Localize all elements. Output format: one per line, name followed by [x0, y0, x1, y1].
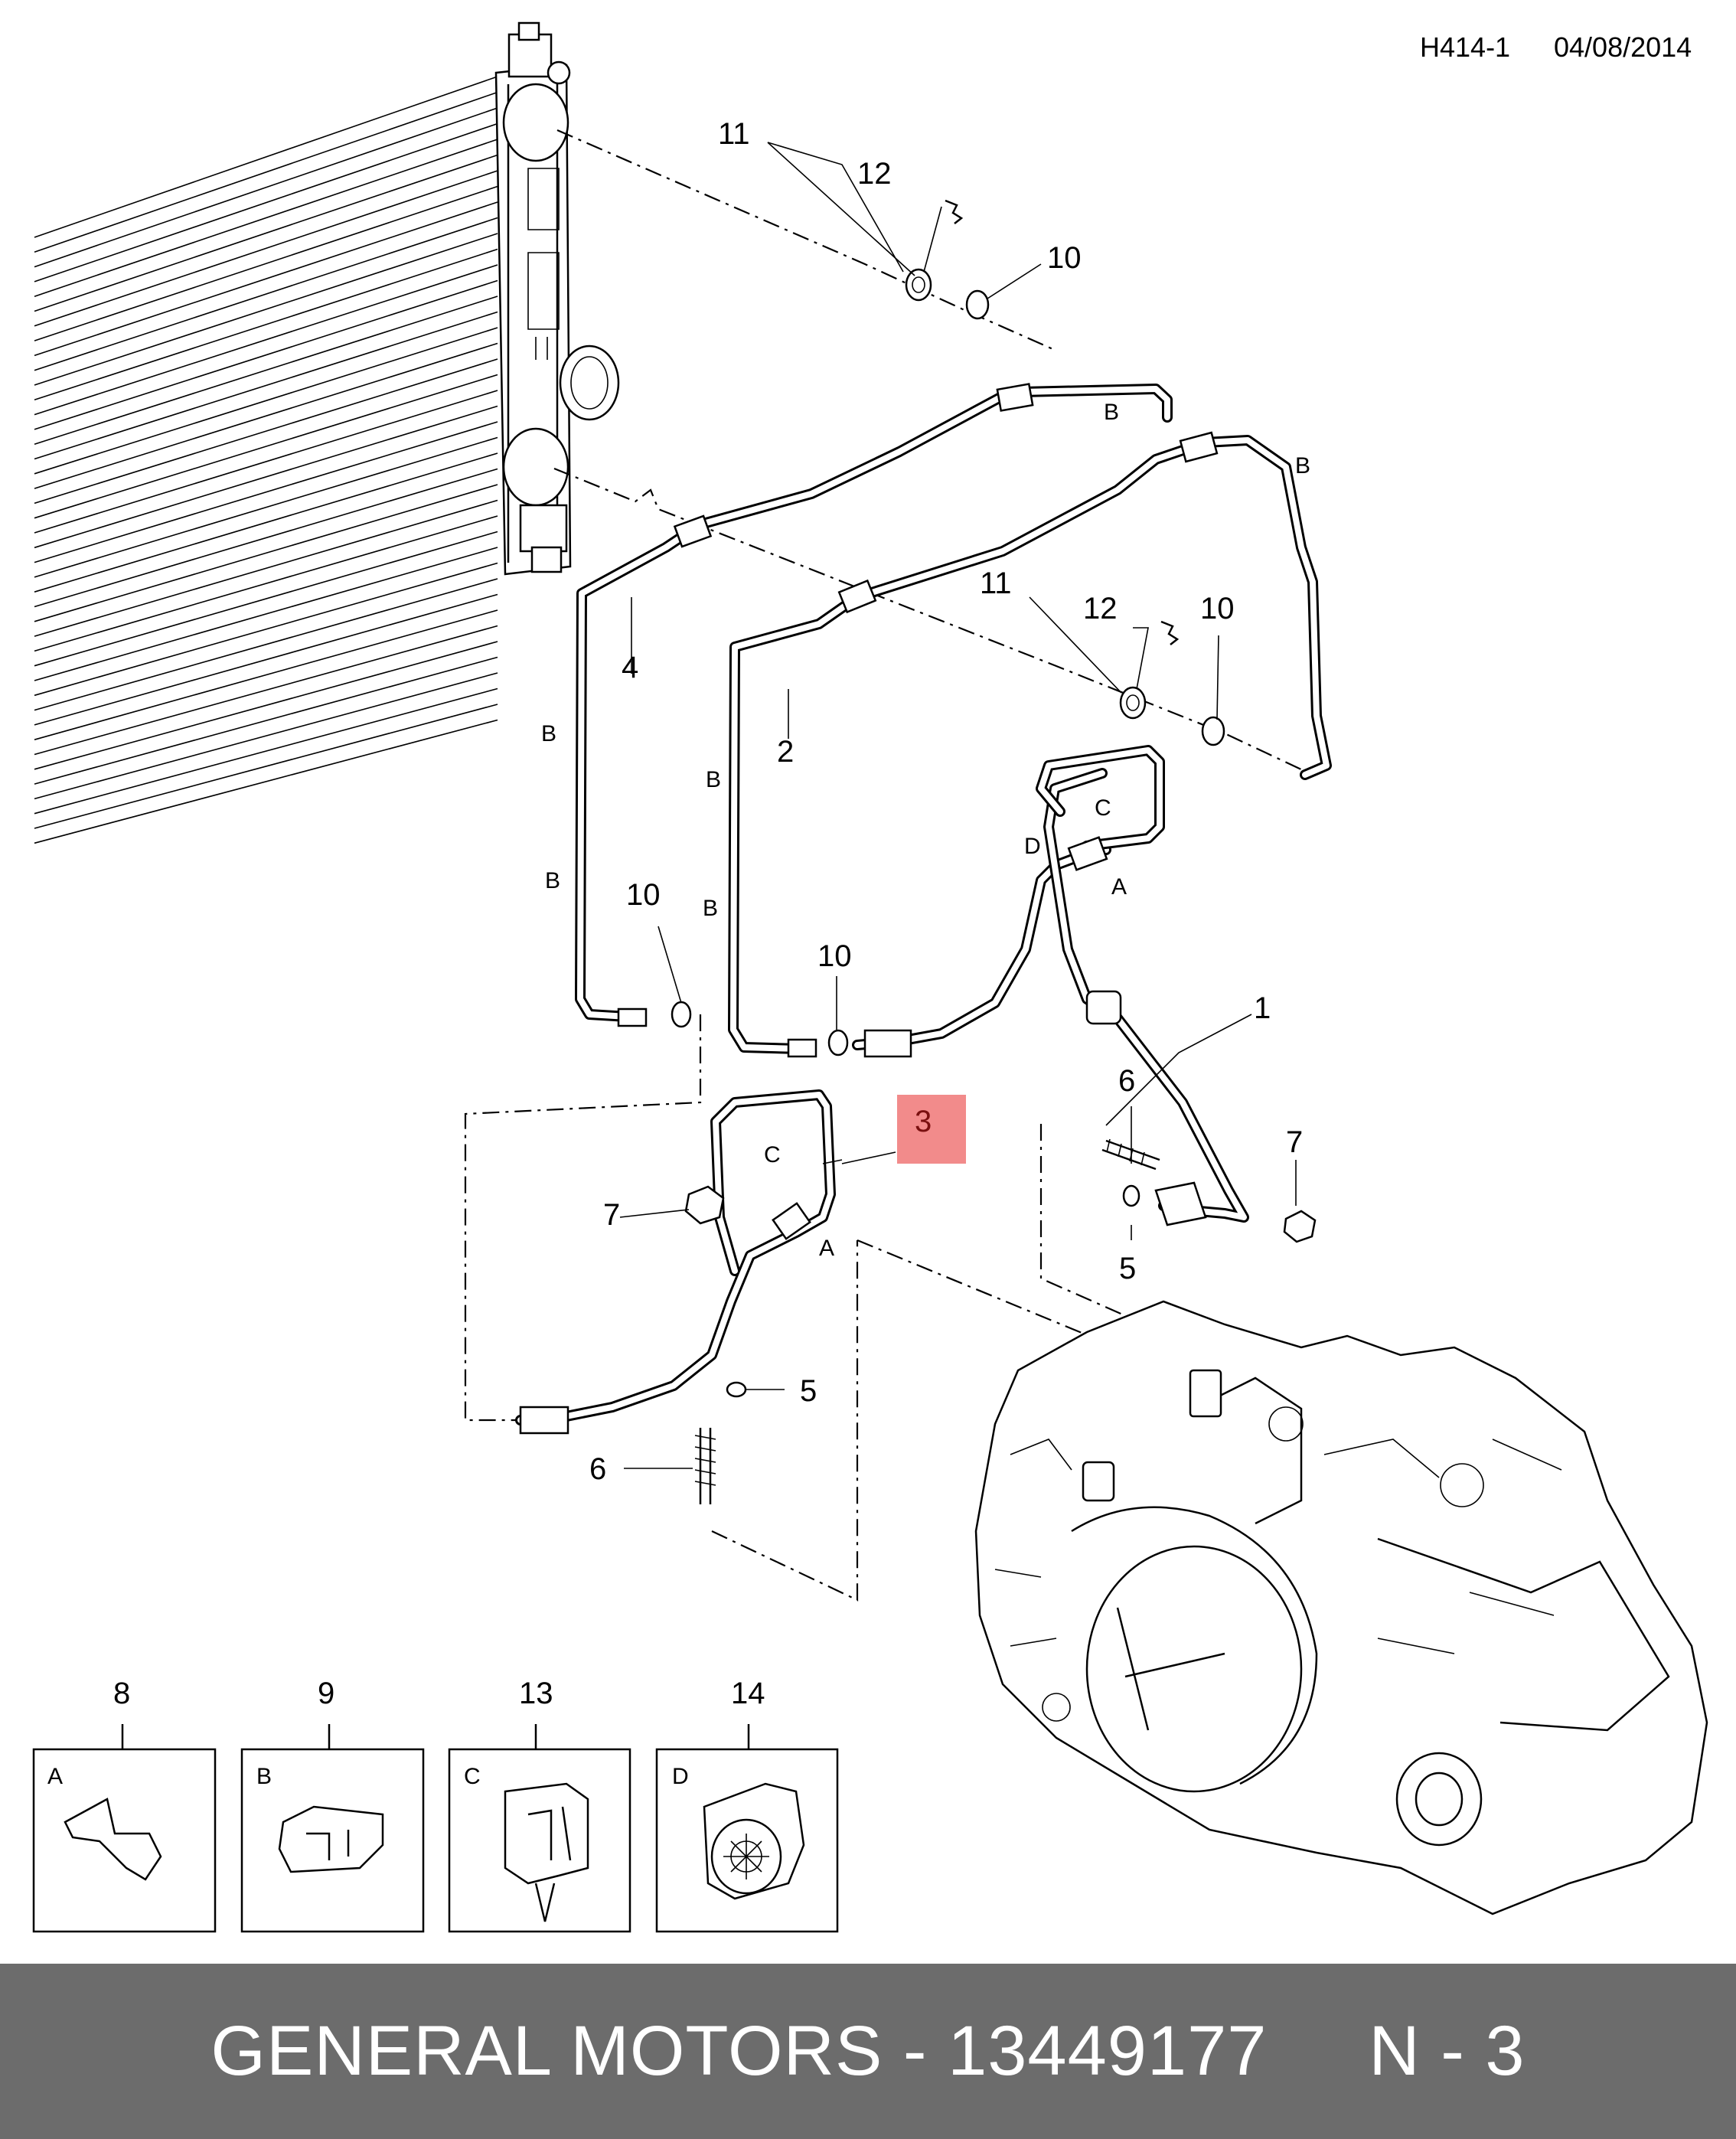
callout-7: 7: [603, 1198, 620, 1232]
view-letter-b: B: [706, 767, 721, 792]
leader-lines: [619, 142, 1297, 1469]
transmission: [974, 1300, 1708, 1915]
detail-letter: D: [672, 1764, 689, 1789]
callout-3: 3: [915, 1105, 932, 1138]
callout-10: 10: [817, 939, 852, 973]
detail-letter: C: [464, 1764, 481, 1789]
diagram-date: 04/08/2014: [1554, 31, 1692, 63]
radiator-lower-port: [502, 427, 569, 507]
nut-7-left: [684, 1185, 725, 1225]
callout-numbers: 11 12 10 11 12 10 4 2 10 10 1 6 7 5 3 7 …: [589, 117, 1303, 1486]
view-letters: B B B B B B C D A C A: [541, 400, 1310, 1261]
view-letter-b: B: [1295, 453, 1310, 478]
detail-box-9: 9 B: [240, 1677, 425, 1933]
callout-4: 4: [622, 651, 638, 684]
cooler-pipes: [515, 383, 1332, 1435]
cooler-pipe-4: [575, 384, 1173, 1022]
detail-number: 14: [731, 1677, 765, 1710]
view-letter-a: A: [819, 1236, 834, 1261]
radiator-outlet-neck: [559, 345, 620, 421]
view-letter-c: C: [1095, 795, 1111, 821]
detail-letter: A: [47, 1764, 63, 1789]
view-letter-a: A: [1111, 874, 1127, 900]
callout-12: 12: [857, 157, 892, 191]
detail-box-14: 14 D: [655, 1677, 839, 1933]
view-letter-b: B: [1104, 400, 1119, 425]
clip-c-sketch: [504, 1782, 589, 1922]
hardware: [671, 199, 1317, 1504]
view-letter-b: B: [541, 721, 556, 746]
callout-10: 10: [626, 878, 661, 912]
callout-1: 1: [1254, 991, 1271, 1025]
radiator: [34, 21, 620, 844]
radiator-top-bracket: [507, 33, 553, 78]
isolator-d-sketch: [703, 1782, 805, 1900]
clip-a-sketch: [64, 1798, 162, 1881]
view-letter-b: B: [703, 896, 718, 921]
detail-letter: B: [256, 1764, 272, 1789]
cooler-pipe-3: [515, 1089, 836, 1425]
detail-number: 13: [519, 1677, 553, 1710]
detail-box-13: 13 C: [448, 1677, 631, 1933]
view-letter-c: C: [764, 1142, 781, 1167]
diagram-code: H414-1: [1420, 31, 1510, 63]
callout-11: 11: [980, 567, 1012, 600]
nut-7-right: [1283, 1210, 1317, 1243]
clip-b-sketch: [278, 1805, 384, 1873]
detail-number: 8: [113, 1677, 130, 1710]
view-letter-d: D: [1024, 834, 1041, 859]
callout-11: 11: [718, 117, 750, 151]
callout-6: 6: [1118, 1064, 1135, 1098]
callout-10: 10: [1200, 592, 1235, 625]
pipe-isolator: [1085, 990, 1122, 1025]
radiator-upper-port: [502, 83, 569, 162]
parts-diagram: H414-1 04/08/2014: [32, 21, 1708, 1933]
callout-5: 5: [800, 1374, 817, 1408]
callout-5: 5: [1119, 1252, 1136, 1285]
callout-2: 2: [777, 735, 794, 769]
callout-6: 6: [589, 1452, 606, 1486]
view-letter-b: B: [545, 868, 560, 893]
highlight-part-3: [897, 1095, 966, 1164]
detail-number: 9: [318, 1677, 334, 1710]
footer-part-number: GENERAL MOTORS - 13449177 N - 3: [210, 2012, 1526, 2090]
detail-box-8: 8 A: [32, 1677, 217, 1933]
footer-banner: GENERAL MOTORS - 13449177 N - 3: [0, 1964, 1736, 2139]
callout-12: 12: [1083, 592, 1118, 625]
radiator-fins: [34, 76, 498, 844]
detail-boxes: 8 A 9 B 13 C 14 D: [32, 1677, 839, 1933]
callout-10: 10: [1047, 241, 1082, 275]
callout-7: 7: [1286, 1125, 1303, 1159]
